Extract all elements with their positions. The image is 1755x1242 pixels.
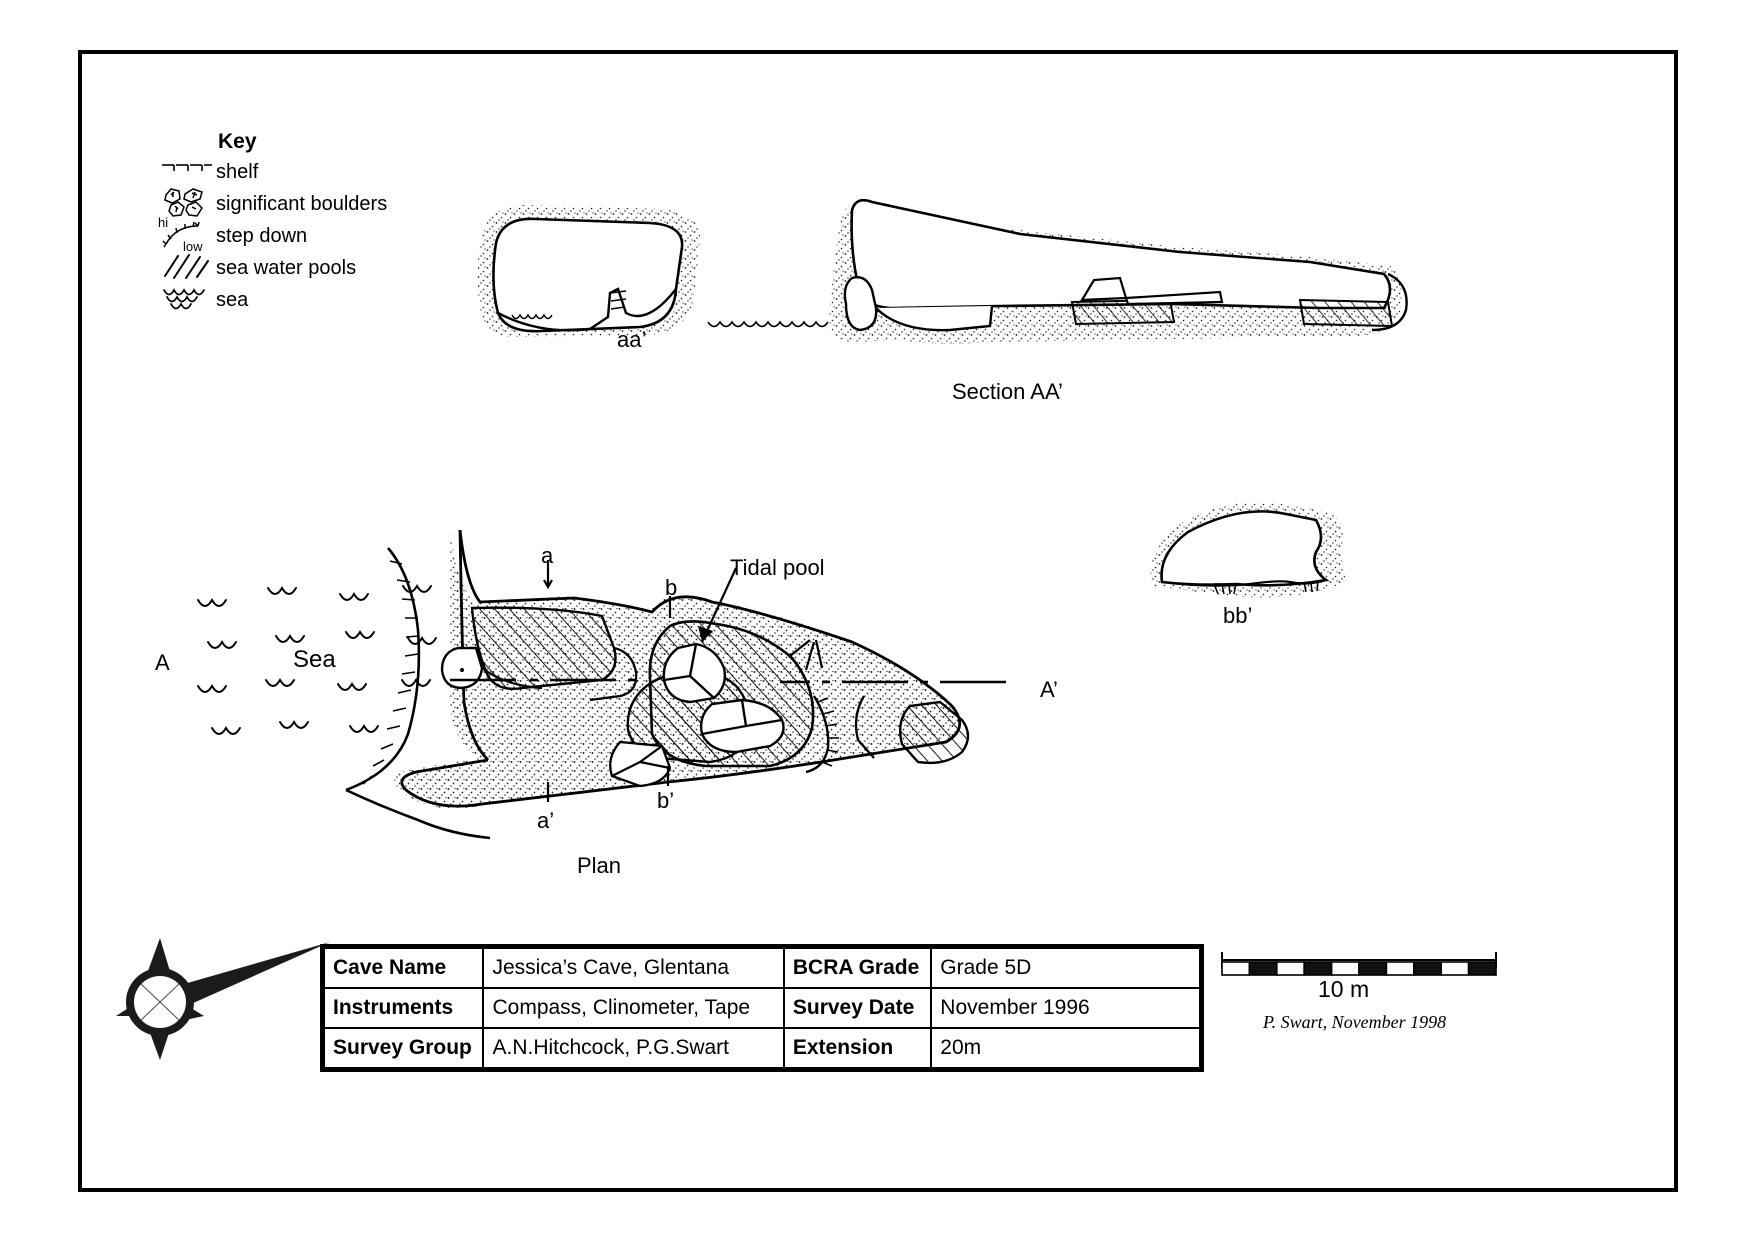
shelf-ticks-chamber [817,697,839,767]
table-row: Survey Group A.N.Hitchcock, P.G.Swart Ex… [322,1027,1201,1069]
caption-section-AA: Section AA’ [952,379,1063,404]
section-line-AA [450,678,1006,684]
tidal-pool-leader [698,567,737,643]
step-down-icon [162,221,200,248]
tidal-pool-label: Tidal pool [730,555,825,580]
cell-value-bcra-grade: Grade 5D [930,947,1201,989]
section-label-a-prime: a’ [537,808,555,833]
section-label-b-prime: b’ [657,788,675,813]
section-label-a: a [541,543,554,568]
shelf-icon [162,164,212,171]
table-row: Instruments Compass, Clinometer, Tape Su… [322,987,1201,1029]
cell-value-cave-name: Jessica’s Cave, Glentana [482,947,785,989]
cell-key-extension: Extension [782,1027,933,1069]
key-label-sea-water-pools: sea water pools [216,257,357,279]
sea-wave-symbols [197,584,437,735]
cell-key-cave-name: Cave Name [322,947,485,989]
significant-boulders-plan [662,642,785,754]
cell-value-instruments: Compass, Clinometer, Tape [482,987,785,1029]
step-down-low-label: low [183,239,203,254]
significant-boulders-icon [164,188,203,217]
section-tick-a [543,560,553,590]
cell-value-extension: 20m [930,1027,1201,1069]
key-title: Key [218,130,257,153]
caption-cross-section-bb: bb’ [1223,603,1253,628]
table-row: Cave Name Jessica’s Cave, Glentana BCRA … [322,947,1201,989]
key-label-shelf: shelf [216,161,259,183]
cell-key-survey-group: Survey Group [322,1027,485,1069]
cell-key-survey-date: Survey Date [782,987,933,1029]
caption-cross-section-aa: aa’ [617,327,647,352]
sea-water-pool-right [899,700,970,765]
sea-water-pool-1 [470,606,617,690]
cell-value-survey-group: A.N.Hitchcock, P.G.Swart [482,1027,785,1069]
cell-value-survey-date: November 1996 [930,987,1201,1029]
north-arrow-compass-rose [116,938,330,1060]
plan-drawing [197,529,1006,840]
section-label-A-prime: A’ [1040,677,1058,702]
section-AA-drawing [707,198,1408,344]
passage-wall-upper [400,529,961,808]
credit-line: P. Swart, November 1998 [1263,1012,1447,1032]
cross-section-aa-drawing [477,204,701,337]
scale-bar-label: 10 m [1318,976,1370,1002]
cross-section-bb-drawing [1150,501,1346,598]
coastline [345,547,421,792]
caption-plan: Plan [577,853,622,878]
step-down-symbol-plan [789,639,824,671]
section-label-A: A [155,650,170,675]
key-label-step-down: step down [216,225,308,247]
key-label-significant-boulders: significant boulders [216,193,388,215]
cell-key-instruments: Instruments [322,987,485,1029]
key-label-sea: sea [216,289,249,311]
scale-bar [1221,952,1497,976]
section-label-b: b [665,575,678,600]
title-block: Cave Name Jessica’s Cave, Glentana BCRA … [320,944,1204,1072]
sheet-border [78,50,1678,1192]
sea-water-pools-icon [164,254,209,279]
sea-icon [163,288,205,310]
step-down-hi-label: hi [158,215,169,230]
plan-sea-label: Sea [293,646,336,673]
cell-key-bcra-grade: BCRA Grade [782,947,933,989]
shelf-ticks-coastline [362,560,420,785]
